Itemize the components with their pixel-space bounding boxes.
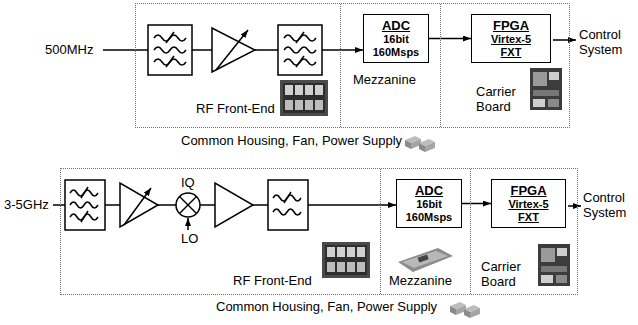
process-box: ADC16bit 160Msps [396,179,462,228]
carrier-icon [530,68,562,110]
box-title: FPGA [474,18,548,33]
signal-arrow [429,38,471,40]
box-title: ADC [399,183,459,198]
signal-label: LO [181,231,198,246]
board-region: Carrier Board FPGAVirtex-5 FXT [471,169,579,294]
signal-label: IQ [181,175,195,190]
carrier-icon [538,244,570,286]
board-icon [280,80,328,116]
housing-outline: Common Housing, Fan, Power SupplyRF Fron… [135,3,570,128]
board-region: Mezzanine ADC16bit 160Msps [341,4,441,127]
signal-arrow [462,203,491,205]
psu-icon [450,302,480,318]
region-label: Mezzanine [389,273,452,288]
board-icon [322,242,370,278]
box-title: FPGA [494,183,563,198]
signal-label: Control System [583,190,635,220]
process-box: ADC16bit 160Msps [363,14,429,63]
rf-chain-bottom [53,180,581,230]
process-box: FPGAVirtex-5 FXT [471,14,551,63]
box-spec: Virtex-5 FXT [482,33,540,59]
housing-outline: Common Housing, Fan, Power SupplyRF Fron… [60,168,578,295]
psu-icon [405,136,435,152]
board-region: Carrier Board FPGAVirtex-5 FXT [441,4,571,127]
box-spec: Virtex-5 FXT [500,198,558,224]
board-region: Mezzanine ADC16bit 160Msps [381,169,471,294]
box-title: ADC [366,18,426,33]
housing-label: Common Housing, Fan, Power Supply [216,299,437,314]
housing-label: Common Housing, Fan, Power Supply [181,133,402,148]
mezzanine-icon [398,248,453,272]
region-label: RF Front-End [196,101,275,116]
signal-label: 500MHz [45,42,93,57]
region-label: Carrier Board [476,84,531,114]
board-region: RF Front-End [136,4,341,127]
board-region: RF Front-End [61,169,381,294]
process-box: FPGAVirtex-5 FXT [491,179,566,228]
region-label: Carrier Board [481,259,536,289]
signal-label: Control System [579,27,635,57]
box-spec: 16bit 160Msps [367,33,425,59]
region-label: RF Front-End [233,273,312,288]
region-label: Mezzanine [353,72,416,87]
signal-label: 3-5GHz [4,197,49,212]
box-spec: 16bit 160Msps [400,198,458,224]
